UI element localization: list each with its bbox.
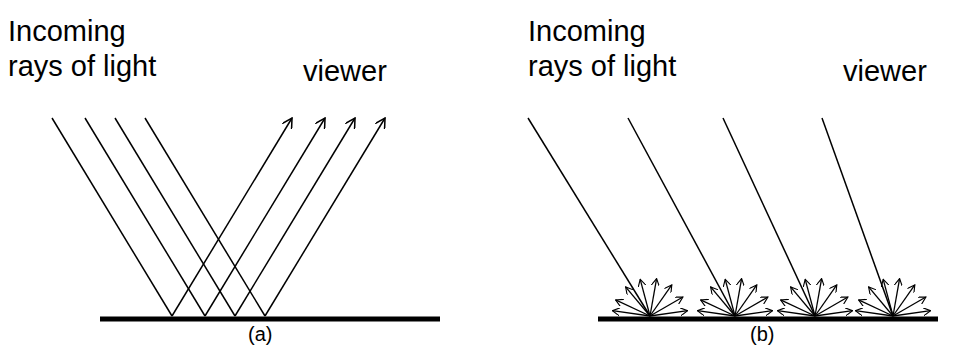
smooth-surface xyxy=(100,317,440,322)
specular-rays xyxy=(52,118,385,316)
viewer-label: viewer xyxy=(303,54,413,89)
panel-label: (b) xyxy=(750,322,790,346)
rough-surface xyxy=(598,317,938,322)
panel-label: (a) xyxy=(248,322,288,346)
ray-caption: Incoming rays of light xyxy=(528,14,688,84)
viewer-label: viewer xyxy=(843,54,948,89)
ray-caption: Incoming rays of light xyxy=(8,14,168,84)
diffuse-rays xyxy=(528,118,893,316)
scatter-bursts xyxy=(612,279,930,316)
